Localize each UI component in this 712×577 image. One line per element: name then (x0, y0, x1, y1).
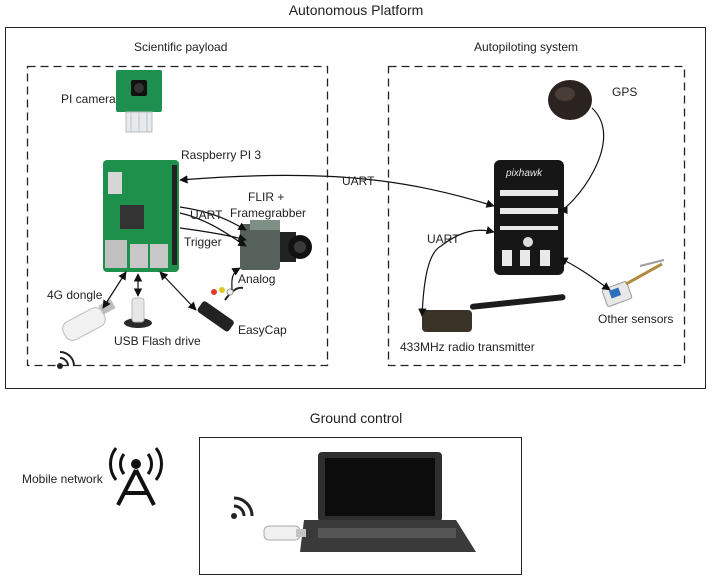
label-raspberry-pi: Raspberry PI 3 (181, 148, 262, 162)
label-gps: GPS (612, 85, 638, 99)
wifi-signal-icon (57, 351, 75, 369)
label-4g-dongle: 4G dongle (47, 288, 103, 302)
platform-frame (5, 27, 706, 389)
radio-transmitter-icon (422, 294, 566, 332)
label-other-sensors: Other sensors (598, 312, 674, 326)
pixhawk-controller-icon (494, 160, 564, 275)
gps-puck-icon (548, 80, 592, 120)
sensor-module-icon (601, 259, 665, 307)
label-trigger: Trigger (184, 235, 222, 249)
ground-frame (199, 437, 522, 575)
label-uart-pi: UART (190, 208, 223, 222)
label-pi-camera: PI camera (61, 92, 116, 106)
label-usb-flash: USB Flash drive (114, 334, 201, 348)
ground-title: Ground control (309, 410, 403, 426)
label-radio: 433MHz radio transmitter (400, 340, 535, 354)
pixhawk-logo: pixhawk (506, 168, 543, 179)
usb-dongle-icon (62, 299, 116, 341)
autopilot-title: Autopiloting system (474, 40, 579, 54)
label-analog: Analog (238, 272, 276, 286)
wifi-signal-icon (231, 496, 254, 519)
label-mobile-network: Mobile network (22, 472, 103, 486)
platform-title: Autonomous Platform (288, 2, 424, 18)
label-easycap: EasyCap (238, 323, 287, 337)
label-flir: FLIR + (248, 190, 285, 204)
camera-board-icon (116, 70, 162, 133)
easycap-cable-icon (197, 286, 244, 332)
connection-lines (102, 107, 611, 317)
cell-tower-icon (109, 447, 163, 506)
payload-title: Scientific payload (134, 40, 228, 54)
raspberry-pi-board-icon (103, 160, 179, 272)
label-framegrabber: Framegrabber (230, 206, 307, 220)
label-uart-link: UART (342, 174, 375, 188)
payload-box (26, 65, 329, 367)
autopilot-box (387, 65, 686, 367)
laptop-icon (300, 452, 476, 552)
label-uart-radio: UART (427, 232, 460, 246)
usb-dongle-icon (263, 525, 306, 541)
flir-camera-icon (240, 220, 312, 270)
usb-flash-drive-icon (124, 297, 152, 328)
